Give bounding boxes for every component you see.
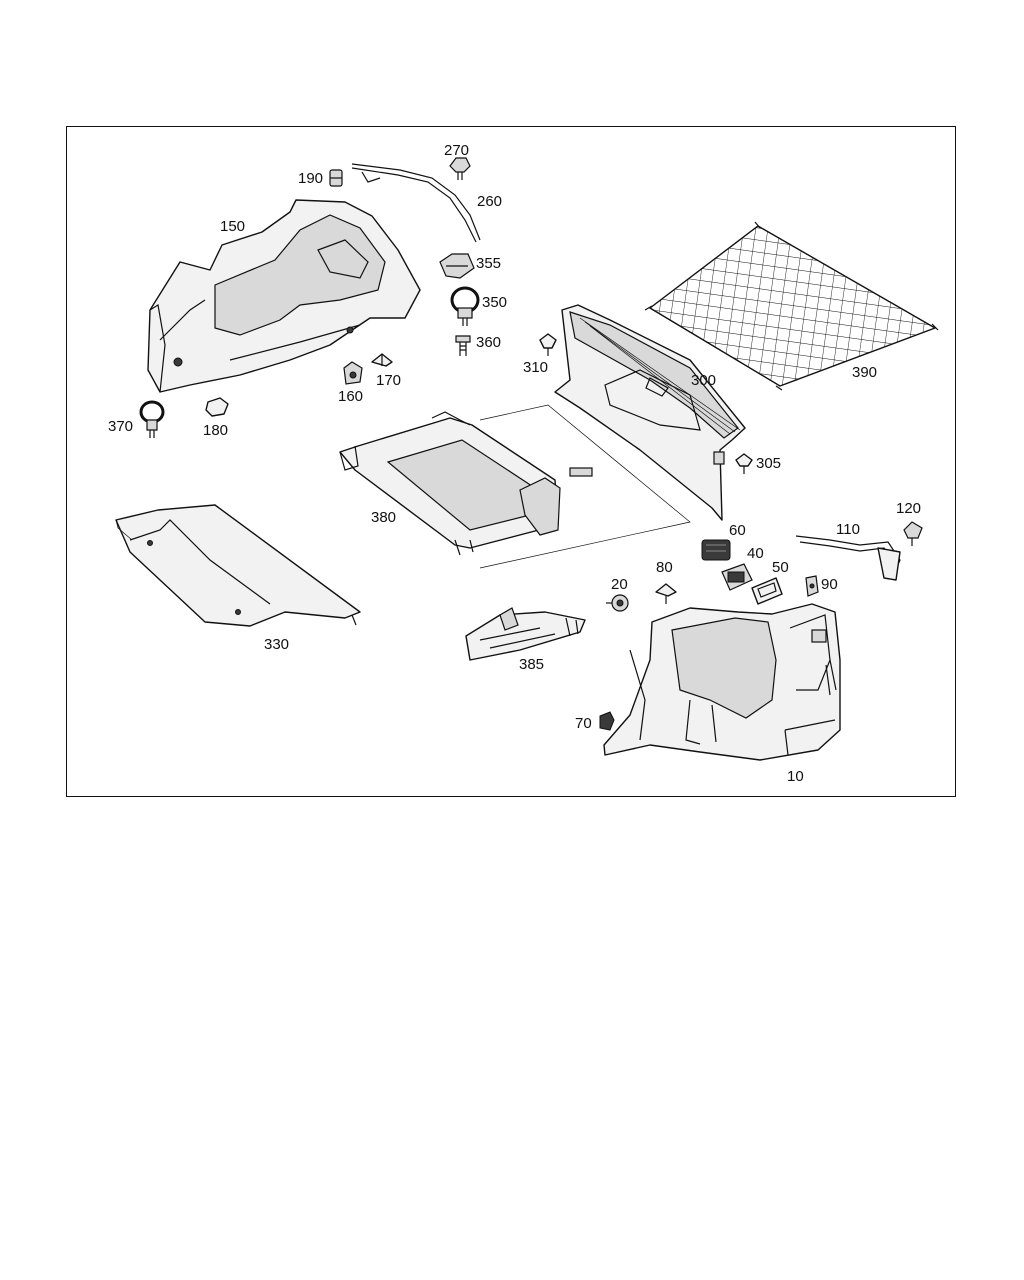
part-70-clip (599, 711, 615, 731)
part-300-load-sill-trim (554, 304, 746, 521)
part-180-cap (205, 397, 229, 417)
part-160-clip (343, 361, 363, 385)
part-190-fastener (329, 169, 343, 187)
callout-60: 60 (729, 522, 746, 539)
part-150-left-side-trim (147, 199, 421, 393)
callout-10: 10 (787, 768, 804, 785)
part-360-screw (455, 335, 471, 356)
part-10-right-side-trim (603, 603, 841, 761)
part-90-hook (805, 575, 819, 597)
callout-355: 355 (476, 255, 502, 272)
part-120-clip (903, 521, 923, 546)
part-380-cargo-cover (339, 404, 691, 569)
callout-120: 120 (896, 500, 922, 517)
callout-350: 350 (482, 294, 508, 311)
callout-270: 270 (444, 142, 470, 159)
callout-110: 110 (836, 521, 860, 538)
callout-305: 305 (756, 455, 782, 472)
callout-180: 180 (203, 422, 229, 439)
callout-190: 190 (298, 170, 324, 187)
callout-390: 390 (852, 364, 878, 381)
callout-310: 310 (523, 359, 549, 376)
callout-330: 330 (264, 636, 290, 653)
callout-40: 40 (747, 545, 764, 562)
callout-300: 300 (691, 372, 717, 389)
callout-50: 50 (772, 559, 789, 576)
callout-260: 260 (477, 193, 503, 210)
part-330-floor-panel (115, 504, 361, 627)
callout-70: 70 (575, 715, 592, 732)
part-170-clip (371, 353, 393, 367)
callout-370: 370 (108, 418, 134, 435)
part-110-trim-strip (795, 535, 901, 581)
callout-150: 150 (220, 218, 246, 235)
callout-90: 90 (821, 576, 838, 593)
part-40-socket (721, 563, 753, 591)
callout-160: 160 (338, 388, 364, 405)
part-20-fastener (606, 594, 629, 612)
part-305-clip (735, 453, 753, 474)
callout-170: 170 (376, 372, 402, 389)
part-385-holder-bracket (465, 607, 586, 661)
part-260-trim-strip (351, 163, 481, 243)
callout-380: 380 (371, 509, 397, 526)
part-80-clip (655, 583, 677, 604)
callout-20: 20 (611, 576, 628, 593)
part-370-ring-hook (139, 400, 165, 438)
part-270-clip (449, 157, 471, 180)
callout-385: 385 (519, 656, 545, 673)
part-60-switch (701, 539, 731, 561)
part-390-cargo-net (644, 221, 939, 391)
part-355-cover (439, 253, 475, 279)
part-350-tie-down-hook (450, 286, 480, 326)
part-50-bezel (751, 577, 783, 605)
part-310-clip (539, 333, 557, 356)
callout-360: 360 (476, 334, 502, 351)
callout-80: 80 (656, 559, 673, 576)
